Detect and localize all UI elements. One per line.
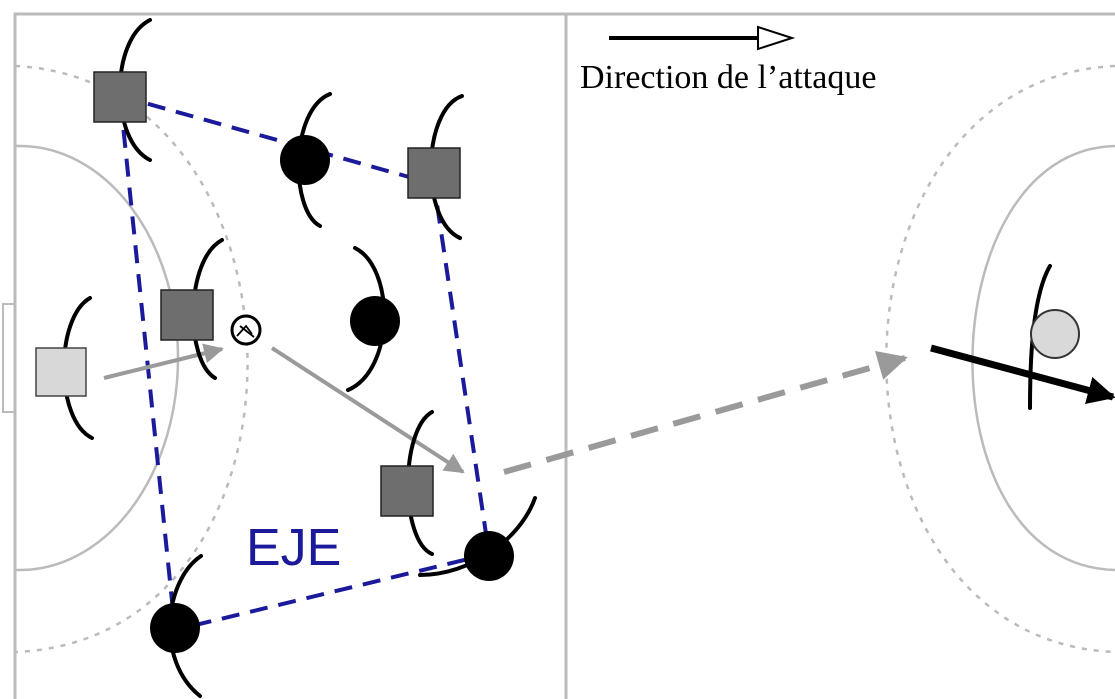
ball-icon: [230, 314, 262, 346]
circle-player-icon: [280, 135, 330, 185]
attack-direction-arrow: [930, 344, 1115, 404]
square-player-icon: [407, 147, 461, 199]
ball-paths: [103, 343, 908, 475]
attackers: [35, 71, 461, 517]
legend: Direction de l’attaque: [580, 25, 876, 96]
defenders: [150, 135, 1080, 653]
right-goal-area-line: [971, 144, 1115, 572]
square-player-icon: [160, 289, 214, 341]
pass-arrow-1: [103, 343, 224, 380]
pass-arrow-2: [270, 346, 465, 474]
long-pass-arrow: [503, 350, 908, 475]
square-player-icon: [93, 71, 147, 123]
legend-arrow-head-icon: [757, 25, 796, 51]
legend-label: Direction de l’attaque: [580, 59, 876, 96]
circle-player-icon: [464, 531, 514, 581]
circle-player-icon: [150, 603, 200, 653]
left-goal: [2, 303, 16, 413]
square-player-icon: [35, 347, 87, 397]
zone-label: EJE: [246, 519, 341, 577]
square-player-icon: [380, 465, 434, 517]
circle-player-icon: [350, 296, 400, 346]
circle-player-icon: [1030, 309, 1080, 359]
